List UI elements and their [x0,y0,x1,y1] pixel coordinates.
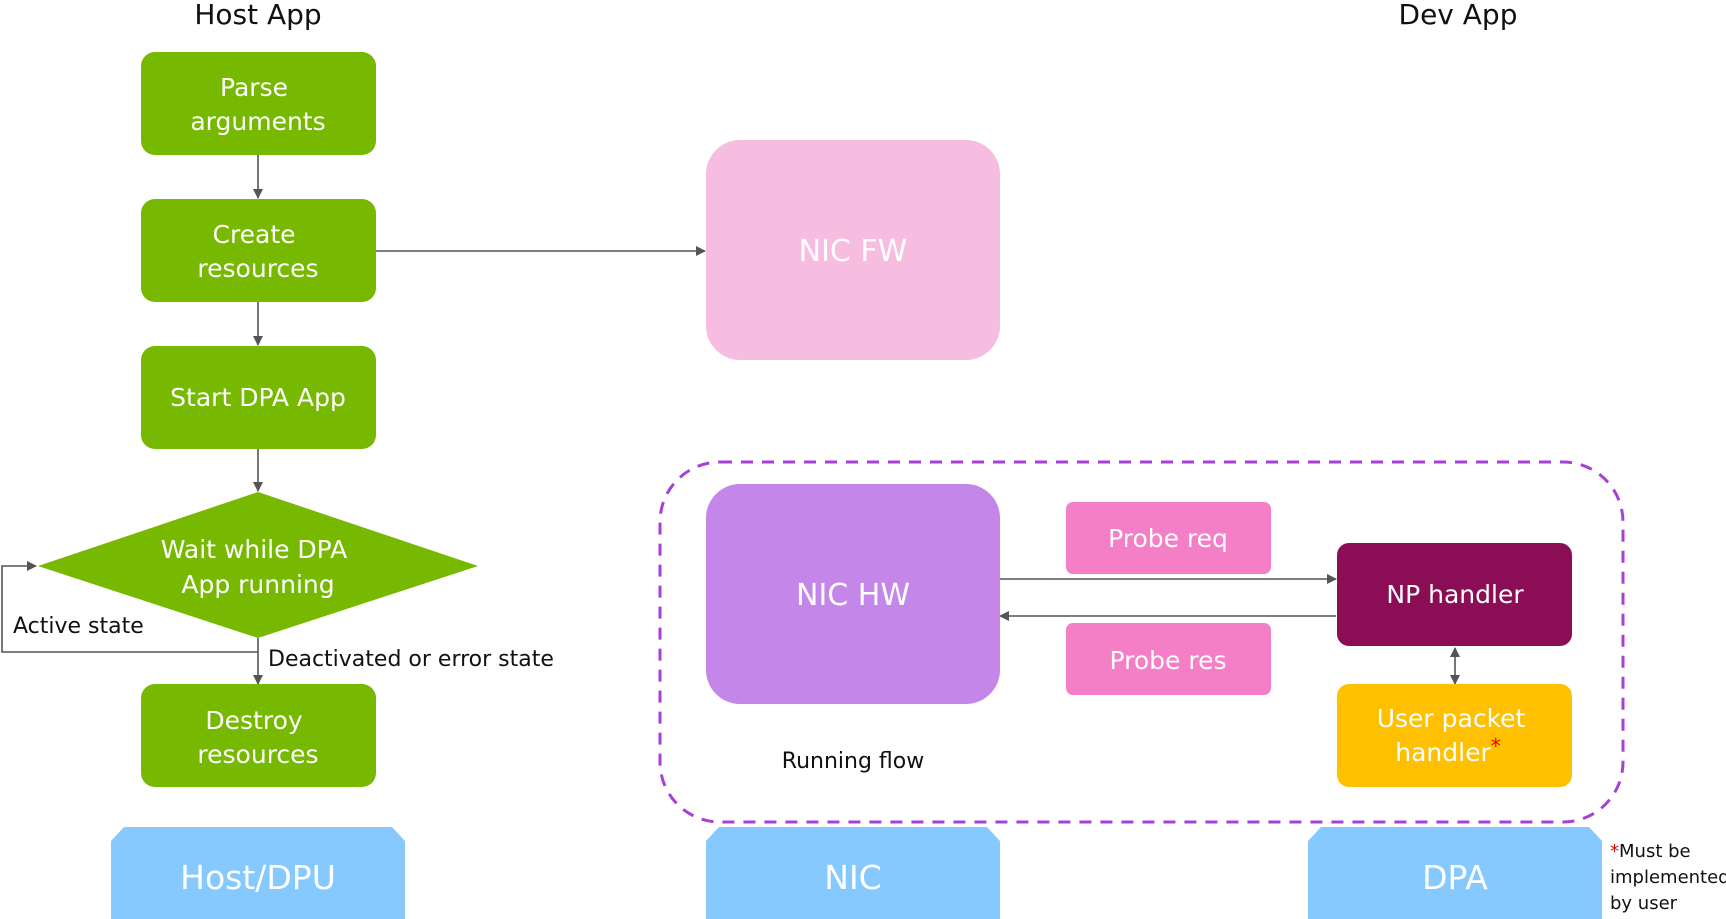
probe-req-box: Probe req [1066,502,1271,574]
user-handler-line-1: User packet [1377,704,1526,733]
destroy-resources-line-1: Destroy [205,706,302,735]
np-handler-label: NP handler [1386,580,1524,609]
dpa-footer: DPA [1308,827,1602,919]
footnote-asterisk: * [1610,841,1619,862]
wait-line-1: Wait while DPA [161,535,347,564]
parse-arguments-box: Parse arguments [141,52,376,155]
svg-text:Create resources: Create resources [197,220,318,283]
running-flow-label: Running flow [782,749,924,774]
wait-line-2: App running [181,570,334,599]
nic-hw-box: NIC HW [706,484,1000,704]
create-resources-line-2: resources [197,254,318,283]
np-handler-box: NP handler [1337,543,1572,646]
arrow-active-state-loop [1,561,258,653]
host-app-header: Host App [194,0,321,31]
destroy-resources-line-2: resources [197,740,318,769]
active-state-label: Active state [13,614,144,639]
nic-hw-label: NIC HW [796,578,910,613]
svg-text:Parse arguments: Parse arguments [190,73,325,136]
destroy-resources-box: Destroy resources [141,684,376,787]
svg-text:User packet handler*: User packet handler* [1377,704,1534,767]
nic-fw-box: NIC FW [706,140,1000,360]
wait-decision-diamond: Wait while DPA App running [38,492,478,638]
probe-res-box: Probe res [1066,623,1271,695]
start-dpa-app-box: Start DPA App [141,346,376,449]
svg-text:Destroy resources: Destroy resources [197,706,318,769]
footnote: *Must be implemented by user [1610,841,1726,914]
parse-arguments-line-2: arguments [190,107,325,136]
user-packet-handler-box: User packet handler* [1337,684,1572,787]
footnote-line-2: implemented [1610,867,1726,888]
parse-arguments-line-1: Parse [220,73,288,102]
nic-fw-label: NIC FW [799,234,908,269]
dev-app-header: Dev App [1399,0,1518,31]
create-resources-box: Create resources [141,199,376,302]
footnote-line-1: Must be [1619,841,1691,862]
footnote-line-3: by user [1610,893,1678,914]
nic-footer-label: NIC [824,858,881,897]
dpa-footer-label: DPA [1422,858,1488,897]
running-flow-container [658,460,1625,824]
probe-req-label: Probe req [1108,524,1228,553]
create-resources-line-1: Create [212,220,295,249]
nic-footer: NIC [706,827,1000,919]
svg-text:Wait while DPA App runni: Wait while DPA App running [161,535,355,599]
probe-res-label: Probe res [1110,646,1227,675]
deactivated-state-label: Deactivated or error state [268,647,554,672]
user-handler-asterisk: * [1491,734,1501,758]
user-handler-line-2: handler [1395,738,1491,767]
start-dpa-app-label: Start DPA App [170,383,346,412]
host-dpu-footer: Host/DPU [111,827,405,919]
host-dpu-label: Host/DPU [180,858,336,897]
